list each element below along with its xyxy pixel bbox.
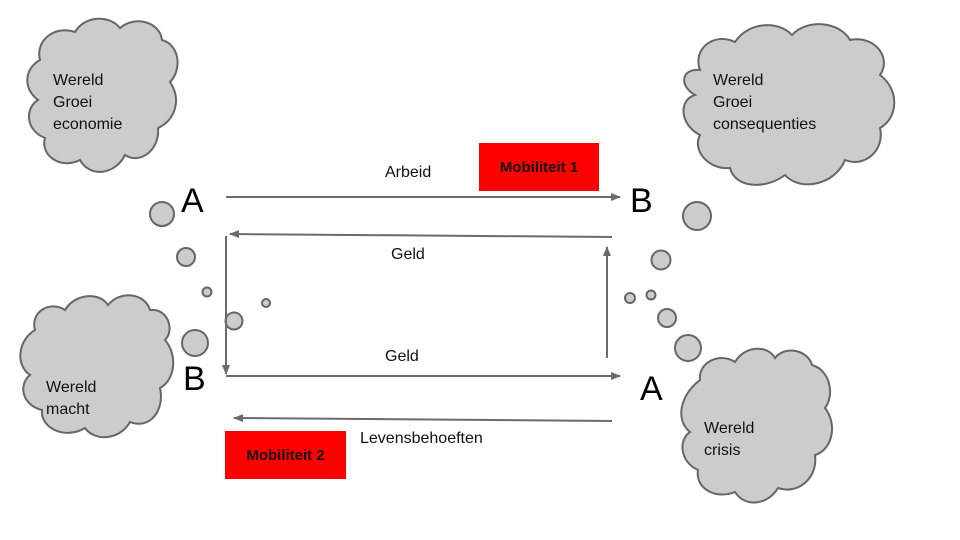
cloud-text-groei-consequenties: Wereld Groei consequenties [713,72,817,133]
tag-mobiliteit-1: Mobiliteit 1 [479,143,599,191]
label-arbeid: Arbeid [385,164,432,181]
bubble [181,329,209,357]
node-a-bottom-right: A [640,370,663,408]
bubble [176,247,196,267]
label-geld-top: Geld [391,246,425,263]
cloud-top-right [682,23,896,186]
bubble [624,292,636,304]
cloud-bottom-left [19,294,175,438]
cloud-top-left [26,17,179,173]
bubble [261,298,271,308]
bubble [674,334,702,362]
cloud-text-macht: Wereld macht [46,379,97,418]
bubble [224,311,244,331]
cloud-text-groei-economie: Wereld Groei economie [53,72,123,133]
bubble [650,249,672,271]
node-a-top-left: A [181,182,204,220]
bubble [149,201,175,227]
bubble [682,201,712,231]
label-geld-bottom: Geld [385,348,419,365]
bubble [657,308,677,328]
node-b-top-right: B [630,182,653,220]
cloud-bottom-right [680,347,833,504]
node-b-bottom-left: B [183,360,206,398]
tag-mobiliteit-2: Mobiliteit 2 [225,431,346,479]
arrow-geld-top [229,230,613,239]
cloud-text-crisis: Wereld crisis [704,420,755,459]
arrow-levensbehoeften [233,414,613,423]
bubble [201,286,213,298]
label-levensbehoeften: Levensbehoeften [360,430,483,447]
bubble [645,289,657,301]
